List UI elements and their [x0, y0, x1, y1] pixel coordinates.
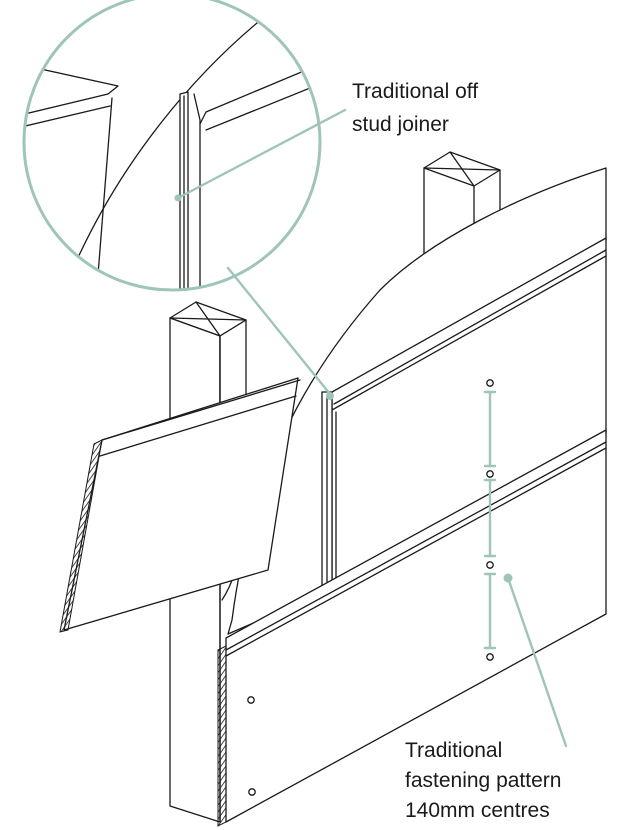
fastening-label-line3: 140mm centres	[405, 799, 550, 822]
fastener-hole	[248, 788, 256, 796]
leader-lines	[174, 108, 568, 748]
fastener-hole	[247, 696, 255, 704]
joiner-label-line1: Traditional off	[352, 80, 478, 103]
fastening-label-line1: Traditional	[405, 739, 502, 762]
loose-board	[59, 377, 301, 633]
fastening-label-line2: fastening pattern	[405, 769, 561, 792]
fastening-pattern	[483, 379, 497, 661]
magnified-detail	[22, 0, 322, 292]
lower-board	[217, 429, 607, 827]
joiner-label-line2: stud joiner	[352, 113, 449, 136]
right-stud	[423, 151, 501, 291]
